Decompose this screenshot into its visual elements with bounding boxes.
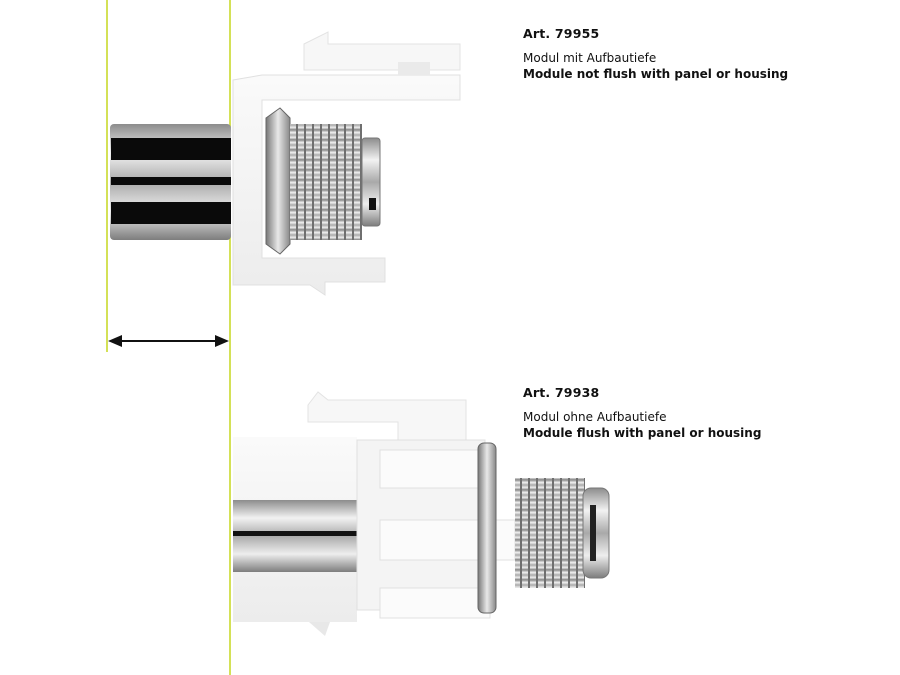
description-english: Module not flush with panel or housing xyxy=(523,67,789,81)
description-english: Module flush with panel or housing xyxy=(523,426,762,440)
module-bottom-illustration xyxy=(233,391,610,636)
description-german: Modul ohne Aufbautiefe xyxy=(523,410,667,424)
f-connector-bottom xyxy=(477,442,610,614)
keystone-housing-top xyxy=(232,31,461,296)
module-label-bottom: Art. 79938 Modul ohne Aufbautiefe Module… xyxy=(523,385,761,441)
article-number: Art. 79938 xyxy=(523,385,600,400)
rear-barrel xyxy=(110,124,231,240)
description-german: Modul mit Aufbautiefe xyxy=(523,51,657,65)
module-label-top: Art. 79955 Modul mit Aufbautiefe Module … xyxy=(523,26,788,82)
article-number: Art. 79955 xyxy=(523,26,600,41)
f-connector-top xyxy=(265,107,381,255)
depth-arrow-icon xyxy=(108,335,229,347)
module-top-illustration xyxy=(110,31,461,296)
keystone-housing-bottom xyxy=(233,391,516,636)
